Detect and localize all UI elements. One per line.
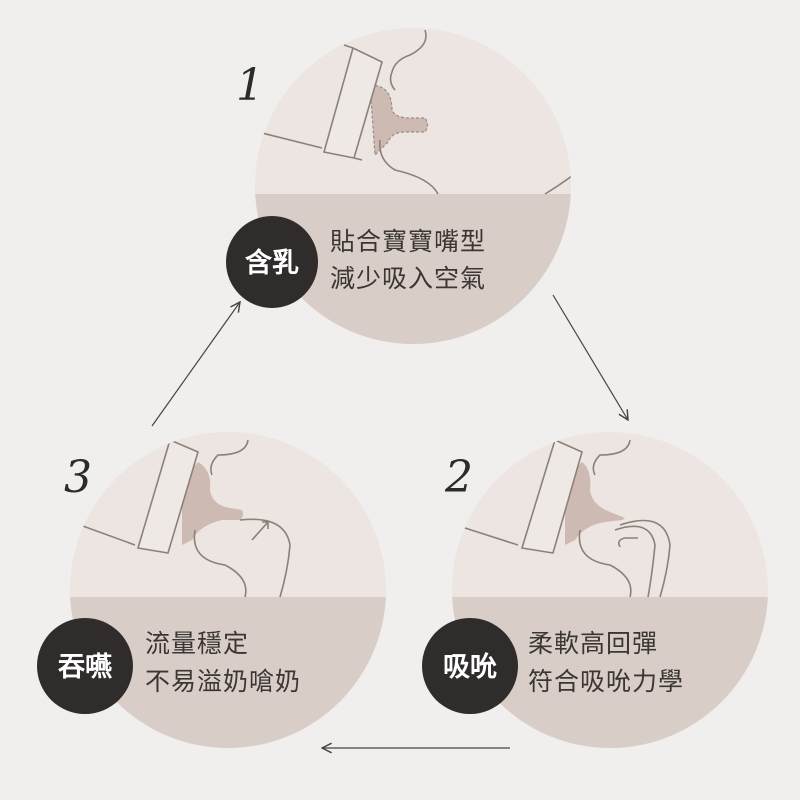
step-2: 2 吸吮 柔軟高回彈 符合吸吮力學 <box>422 432 768 748</box>
arrow-3-to-1-icon <box>151 302 240 427</box>
step-badge <box>226 216 318 308</box>
step-1-illustration <box>255 28 571 344</box>
arrow-1-to-2-icon <box>552 294 628 420</box>
step-3: 3 吞嚥 流量穩定 不易溢奶嗆奶 <box>37 432 386 748</box>
step-badge <box>422 618 518 714</box>
step-badge <box>37 618 133 714</box>
step-description-line1: 貼合寶寶嘴型 <box>330 227 486 256</box>
step-number: 3 <box>64 452 92 503</box>
step-badge-label: 含乳 <box>245 247 299 279</box>
step-badge-label: 吞嚥 <box>58 652 112 683</box>
step-1: 1 含乳 貼合寶寶嘴型 減少吸入空氣 <box>226 28 571 344</box>
step-description-line1: 流量穩定 <box>145 629 249 658</box>
step-number: 2 <box>444 452 473 503</box>
step-2-illustration <box>452 432 768 748</box>
step-badge-label: 吸吮 <box>443 651 497 683</box>
step-description-line2: 減少吸入空氣 <box>330 264 486 293</box>
step-description-line2: 符合吸吮力學 <box>528 667 684 696</box>
step-description-line2: 不易溢奶嗆奶 <box>145 667 301 696</box>
step-3-illustration <box>70 432 386 748</box>
step-number: 1 <box>236 60 264 111</box>
step-description-line1: 柔軟高回彈 <box>528 629 658 658</box>
